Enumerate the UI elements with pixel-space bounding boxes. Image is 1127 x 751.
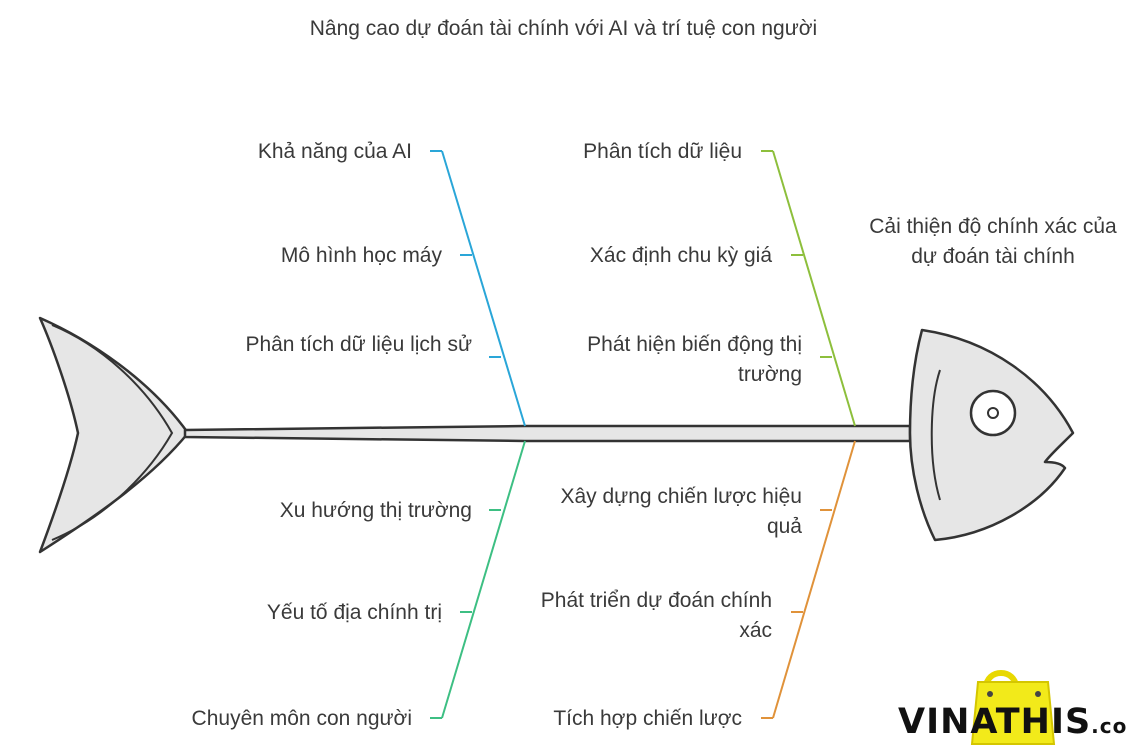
cause-label: Phát triển dự đoán chính xác [540, 586, 772, 646]
cause-label: Khả năng của AI [160, 137, 412, 167]
cause-label: Phân tích dữ liệu [500, 137, 742, 167]
fish-tail [40, 318, 188, 552]
cause-label: Phát hiện biến động thị trường [530, 330, 802, 390]
cause-label: Yếu tố địa chính trị [160, 598, 442, 628]
cause-label: Mô hình học máy [160, 241, 442, 271]
cause-label: Xu hướng thị trường [200, 496, 472, 526]
cause-label: Chuyên môn con người [100, 704, 412, 734]
cause-label: Tích hợp chiến lược [480, 704, 742, 734]
branch-human [430, 441, 525, 718]
vinathis-logo: VINATHIS.com [898, 660, 1120, 746]
cause-label: Xác định chu kỳ giá [500, 241, 772, 271]
cause-label: Xây dựng chiến lược hiệu quả [560, 482, 802, 542]
cause-label: Phân tích dữ liệu lịch sử [220, 330, 472, 360]
head-label: Cải thiện độ chính xác của dự đoán tài c… [868, 212, 1118, 272]
fish-eye [971, 391, 1015, 435]
fish-spine [185, 426, 910, 441]
branch-ai [430, 151, 525, 426]
logo-text: VINATHIS.com [898, 702, 1127, 742]
